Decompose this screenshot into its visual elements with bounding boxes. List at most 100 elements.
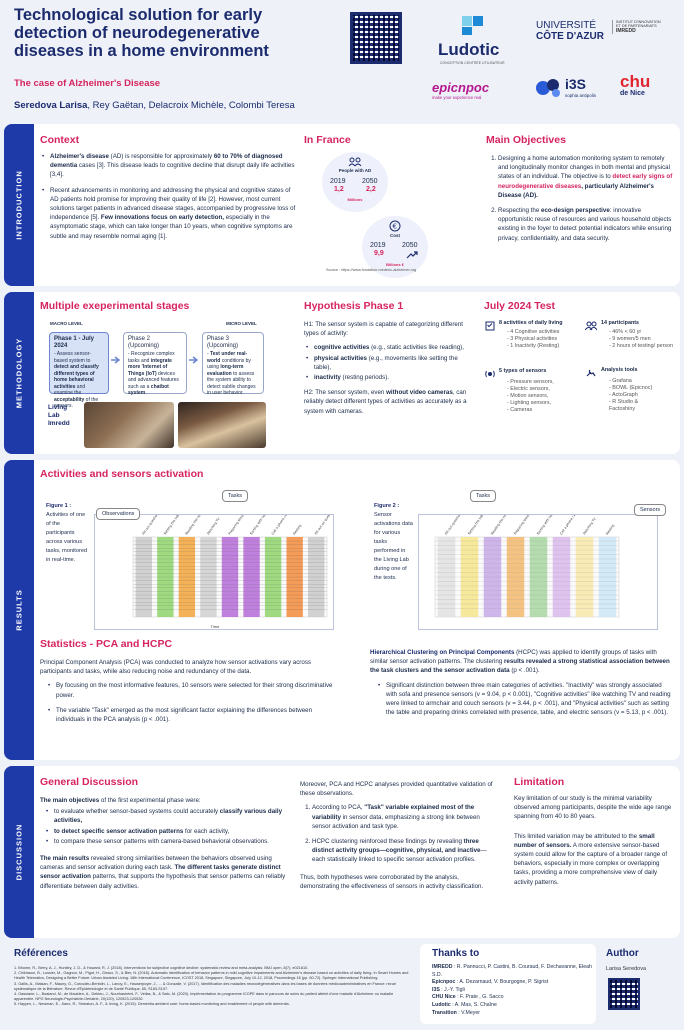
- sensor-item: - Motion sensors,: [507, 393, 549, 399]
- limitation-body: Key limitation of our study is the minim…: [514, 794, 674, 892]
- authors: Seredova Larisa, Rey Gaëtan, Delacroix M…: [14, 100, 295, 111]
- hypothesis-2: H2: The sensor system, even without vide…: [304, 388, 472, 416]
- text-run: conditions by using: [207, 357, 251, 371]
- text-run: eco-design perspective: [541, 207, 610, 215]
- arrow-right-icon: [111, 356, 121, 364]
- cost-year-2019: 2019: [370, 242, 386, 249]
- text-run: acceptability: [54, 396, 85, 403]
- task-column-label: Resting: [605, 524, 615, 536]
- discussion-hcpc-point: HCPC clustering reinforced these finding…: [312, 837, 498, 865]
- text-run: : A. Dezarnaud, V. Bourgogne, P. Sigrist: [455, 979, 549, 986]
- sensor-item: - Electric sensors,: [507, 386, 550, 392]
- text-run: According to PCA,: [312, 804, 365, 812]
- uca-line1: UNIVERSITÉ: [536, 20, 597, 31]
- discussion-point-2: to detect specific sensor activation pat…: [44, 827, 296, 836]
- figure-2-caption: Figure 2 : Sensor activations data for v…: [374, 502, 414, 583]
- phase-title: Phase 1 - July 2024: [54, 336, 95, 349]
- source-note: Source : https://www.fondation-mederic-a…: [326, 268, 417, 272]
- phase-1-box: Phase 1 - July 2024 - Assess sensor-base…: [49, 332, 109, 409]
- pca-intro: Principal Component Analysis (PCA) was c…: [40, 659, 312, 676]
- task-column-label: Call a phone call: [271, 515, 289, 536]
- text-run: classify various daily activities,: [54, 808, 283, 825]
- text-run: (e.g., static activities like reading),: [369, 344, 464, 352]
- objectives-title: Main Objectives: [486, 134, 566, 146]
- text-run: inactivity: [314, 374, 341, 382]
- macro-level-label: MACRO LEVEL: [50, 321, 83, 326]
- x-axis-label: Time: [210, 625, 220, 629]
- text-run: results revealed a strong statistical as…: [370, 658, 670, 675]
- section-label: METHODOLOGY: [14, 337, 24, 409]
- main-author: Seredova Larisa: [14, 100, 88, 111]
- text-run: detect and classify different types of h…: [54, 364, 99, 390]
- text-run: The main objectives: [40, 797, 100, 804]
- other-authors: , Rey Gaëtan, Delacroix Michèle, Colombi…: [87, 100, 295, 111]
- text-run: especially in the asymptomatic stage, wh…: [50, 214, 293, 240]
- context-point-2: Recent advancements in monitoring and ad…: [40, 186, 298, 241]
- france-title: In France: [304, 134, 351, 146]
- pca-bullet-2: The variable "Task" emerged as the most …: [46, 706, 340, 724]
- sensor-item: - Lighting sensors,: [507, 400, 552, 406]
- thanks-line: Ludotic : A. Mas, S. Chaîne: [432, 1002, 592, 1010]
- cost-stat-card: € Cost 2019 2050 9,9 Billions €: [362, 216, 428, 278]
- context-body: Alzheimer's disease (AD) is responsible …: [40, 152, 298, 247]
- hcpc-body: Hierarchical Clustering on Principal Com…: [370, 648, 674, 723]
- discussion-conclusion: Thus, both hypotheses were corroborated …: [300, 873, 484, 890]
- statistics-title: Statistics - PCA and HCPC: [40, 638, 173, 650]
- year-2019: 2019: [330, 178, 346, 185]
- text-run: Epicnpoc: [432, 979, 456, 986]
- sensors-heading: 5 types of sensors: [499, 368, 547, 374]
- text-run: Figure 1 :: [46, 503, 72, 509]
- section-label: RESULTS: [14, 589, 24, 631]
- discussion-title: General Discussion: [40, 776, 139, 788]
- text-run: and advanced features such as a: [128, 377, 179, 390]
- svg-text:€: €: [393, 223, 397, 231]
- text-run: Test under real-world: [207, 351, 248, 364]
- hypothesis-body: H1: The sensor system is capable of cate…: [304, 320, 472, 421]
- qr-code-icon[interactable]: [350, 12, 402, 64]
- task-column-label: Watching TV: [582, 516, 597, 535]
- phase-title: Phase 2 (Upcoming): [128, 336, 160, 349]
- text-run: (resting periods).: [340, 374, 389, 382]
- tasks-tag-2: Tasks: [470, 490, 497, 502]
- section-methodology: METHODOLOGY Multiple exeperimental stage…: [4, 292, 680, 454]
- hyp-bullet: physical activities (e.g., movements lik…: [304, 354, 472, 372]
- author-qr-code-icon[interactable]: [608, 978, 640, 1010]
- references-title: Références: [14, 948, 68, 959]
- text-run: to detect specific sensor activation pat…: [54, 827, 184, 835]
- text-run: Designing a home automation monitoring s…: [498, 155, 670, 181]
- text-run: small number of sensors.: [514, 832, 655, 849]
- text-run: This limited variation may be attributed…: [514, 832, 639, 840]
- people-stat-card: People with AD 2019 2050 1,2 2,2 Million…: [322, 152, 388, 212]
- text-run: of the sensors.: [54, 396, 99, 410]
- reference-item: 4. Gassiane, L., Boaland, M., de Maulden…: [14, 992, 394, 1002]
- tasks-tag: Tasks: [222, 490, 249, 502]
- text-run: detect early signs of neurodegenerative …: [498, 173, 673, 190]
- task-column-label: Preparing breakfast: [513, 515, 535, 536]
- thanks-line: I3S : J.-Y. Tigli: [432, 987, 592, 995]
- text-run: (e.g., movements like setting the table)…: [314, 354, 458, 371]
- sensors-block: 5 types of sensors - Pressure sensors, -…: [499, 368, 575, 414]
- task-column-label: Fill out an questionnaire: [314, 515, 335, 536]
- poster-title: Technological solution for early detecti…: [14, 6, 269, 60]
- section-sidebar: DISCUSSION: [4, 766, 34, 938]
- hcpc-intro: Hierarchical Clustering on Principal Com…: [370, 648, 674, 676]
- figure-1-caption: Figure 1 : Activities of one of the part…: [46, 502, 90, 565]
- chu-logo: chu de Nice: [620, 73, 678, 102]
- cost-label: Cost: [390, 233, 400, 238]
- unit-millions: Millions: [347, 197, 363, 202]
- text-run: : V.Meyer: [456, 1009, 480, 1016]
- i3s-logo: i3S sophia antipolis: [534, 74, 614, 104]
- text-run: : A. Mas, S. Chaîne: [450, 1001, 497, 1008]
- phase-3-box: Phase 3 (Upcoming) - Test under real-wor…: [202, 332, 264, 396]
- micro-level-label: MICRO LEVEL: [226, 321, 257, 326]
- text-run: - Recognize complex tasks and: [128, 351, 175, 364]
- euro-icon: €: [389, 220, 401, 232]
- i3s-tagline: sophia antipolis: [565, 93, 597, 98]
- sensor-item: - Cameras: [507, 407, 533, 413]
- ludotic-mark-icon: [462, 16, 483, 35]
- text-run: CHU Nice: [432, 994, 456, 1001]
- participants-block: 14 participants - 46% < 60 yr - 9 women/…: [601, 320, 677, 350]
- text-run: (p < .001).: [509, 667, 540, 675]
- ludotic-name: Ludotic: [438, 40, 500, 59]
- imredd-line2: ET DE PARTENARIATS: [616, 24, 657, 28]
